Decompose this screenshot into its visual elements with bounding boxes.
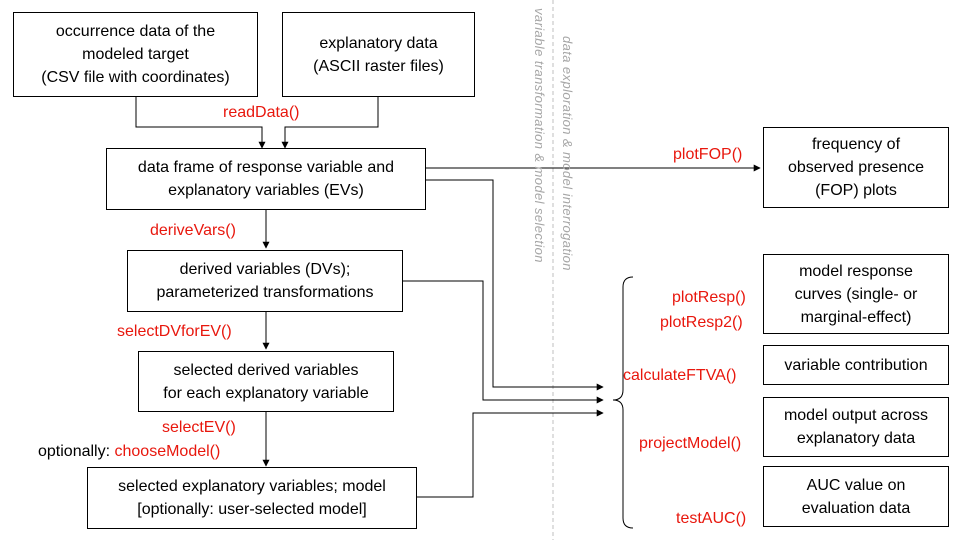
explanatory-data-box: explanatory data (ASCII raster files): [282, 12, 475, 97]
fn-deriveVars: deriveVars(): [150, 222, 236, 239]
model-output-box: model output across explanatory data: [763, 397, 949, 457]
data-frame-box: data frame of response variable and expl…: [106, 148, 426, 210]
box-line: derived variables (DVs);: [179, 261, 351, 278]
box-line: explanatory data: [796, 430, 916, 447]
fn-plotResp2: plotResp2(): [660, 314, 743, 331]
box-line: selected derived variables: [173, 361, 359, 379]
fn-calculateFTVA: calculateFTVA(): [623, 367, 737, 384]
fop-plots-box: frequency of observed presence (FOP) plo…: [763, 127, 949, 208]
fn-chooseModel: chooseModel(): [114, 443, 221, 460]
box-line: (CSV file with coordinates): [41, 69, 230, 86]
fn-plotResp: plotResp(): [672, 289, 746, 306]
box-line: variable contribution: [784, 356, 928, 374]
selected-derived-variables-box: selected derived variables for each expl…: [138, 351, 394, 412]
box-line: AUC value on: [806, 476, 906, 494]
arrow-selectedev-to-bracket: [417, 409, 604, 498]
fn-selectDVforEV: selectDVforEV(): [117, 323, 232, 340]
auc-value-box: AUC value on evaluation data: [763, 466, 949, 527]
derived-variables-box: derived variables (DVs); parameterized t…: [127, 250, 403, 312]
variable-contribution-box: variable contribution: [763, 345, 949, 385]
box-line: [optionally: user-selected model]: [137, 501, 367, 518]
fn-readData: readData(): [223, 104, 300, 121]
occurrence-data-box: occurrence data of the modeled target (C…: [13, 12, 258, 97]
fn-testAUC: testAUC(): [676, 510, 747, 527]
arrow-occurrence-to-dataframe: [135, 97, 266, 149]
box-line: model response: [799, 262, 913, 280]
fn-selectEV: selectEV(): [162, 419, 236, 436]
side-label-data-exploration: data exploration & model interrogation: [560, 36, 575, 271]
box-line: selected explanatory variables; model: [118, 478, 386, 495]
arrow-derived-to-bracket: [403, 280, 604, 404]
box-line: model output across: [783, 407, 929, 424]
box-line: explanatory variables (EVs): [168, 182, 364, 199]
optionally-choose-model: optionally: chooseModel(): [38, 442, 220, 462]
box-line: for each explanatory variable: [163, 384, 369, 402]
response-curves-box: model response curves (single- or margin…: [763, 254, 949, 334]
box-line: curves (single- or: [794, 285, 918, 303]
fn-projectModel: projectModel(): [639, 435, 742, 452]
fn-plotFOP: plotFOP(): [673, 146, 743, 163]
box-line: evaluation data: [801, 499, 911, 517]
side-label-variable-transformation: variable transformation & model selectio…: [532, 8, 547, 263]
box-line: (ASCII raster files): [313, 57, 444, 75]
box-line: marginal-effect): [800, 308, 912, 326]
box-line: observed presence: [787, 159, 925, 176]
arrow-dataframe-to-bracket: [426, 179, 604, 391]
box-line: explanatory data: [319, 34, 438, 52]
box-line: (FOP) plots: [815, 182, 897, 199]
optionally-prefix: optionally:: [38, 443, 115, 460]
box-line: parameterized transformations: [156, 284, 374, 301]
box-line: frequency of: [811, 136, 901, 153]
box-line: data frame of response variable and: [137, 159, 395, 176]
arrow-explanatory-to-dataframe: [281, 97, 379, 149]
box-line: occurrence data of the: [55, 23, 216, 40]
box-line: modeled target: [82, 46, 189, 63]
selected-explanatory-variables-box: selected explanatory variables; model [o…: [87, 467, 417, 529]
right-curly-bracket: [612, 276, 634, 529]
